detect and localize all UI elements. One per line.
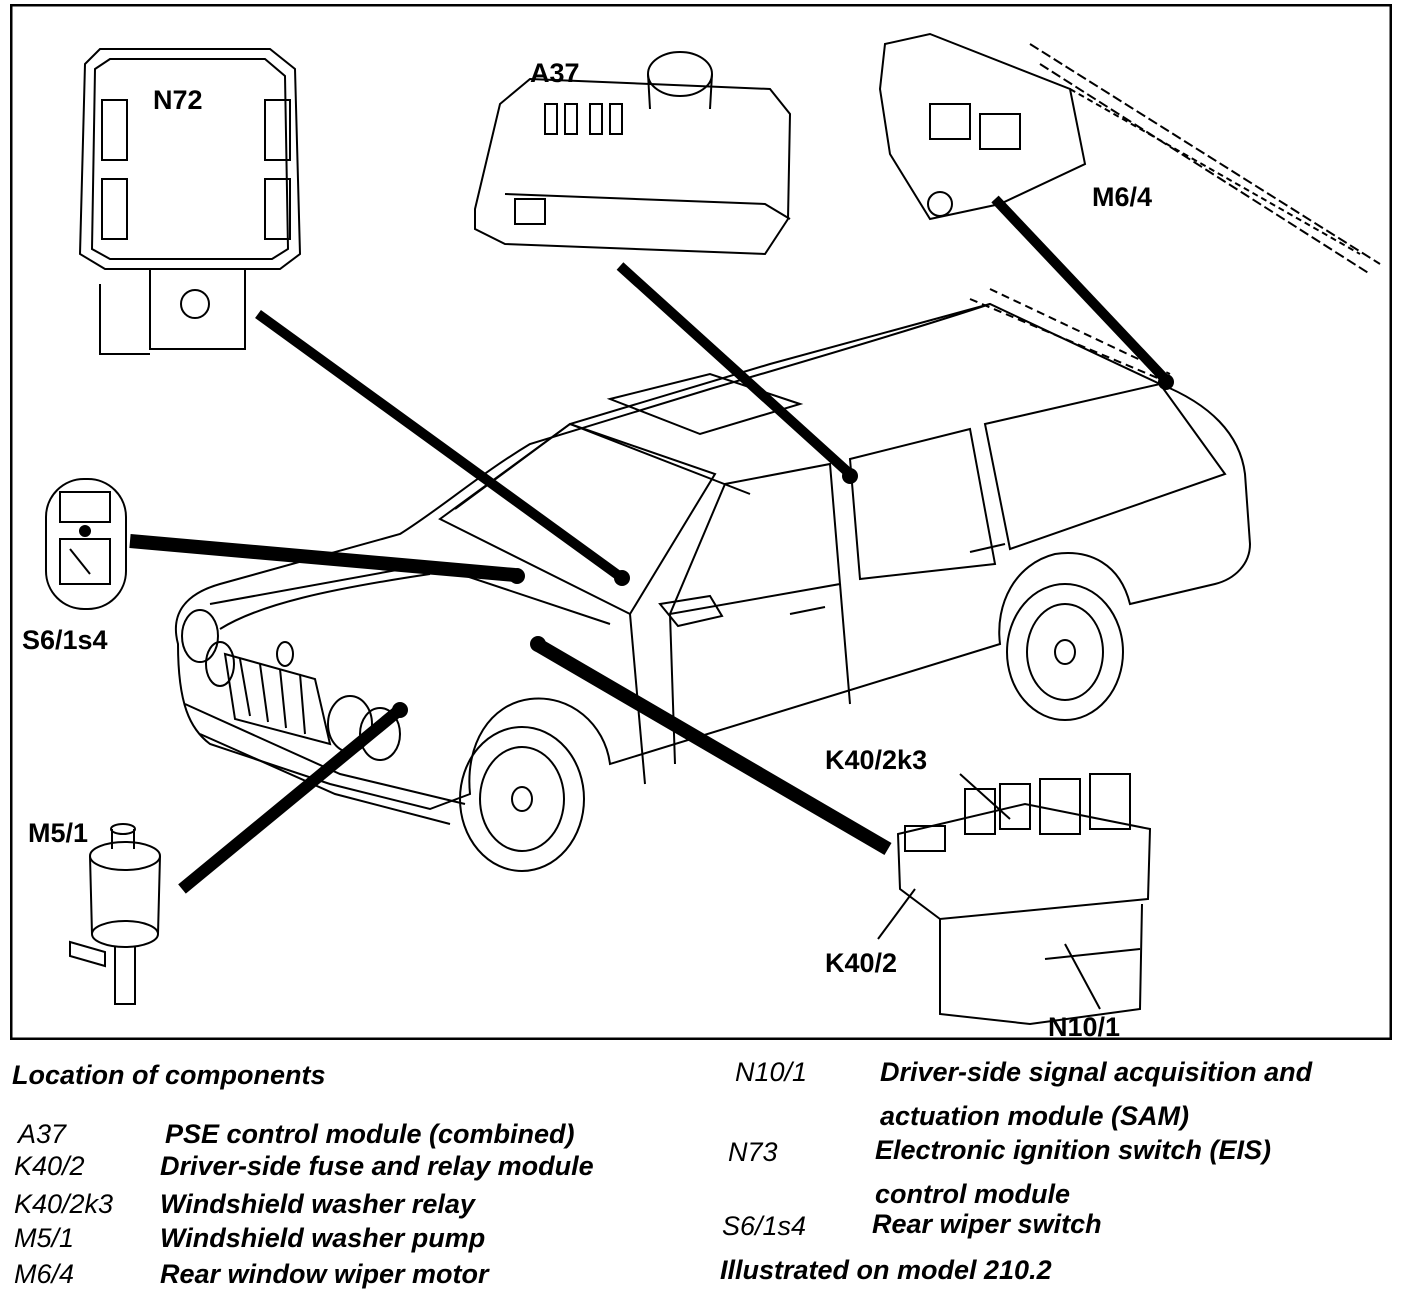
legend-title: Location of components — [12, 1060, 326, 1090]
dot-a37 — [842, 468, 858, 484]
m6-4-component — [878, 32, 1381, 275]
figure-frame — [10, 4, 1392, 1040]
legend-code-s6-1s4: S6/1s4 — [722, 1211, 807, 1241]
label-n72: N72 — [153, 85, 203, 115]
legend-code-a37: A37 — [18, 1119, 67, 1149]
dot-s6-1s4 — [509, 568, 525, 584]
leader-lines — [129, 195, 1169, 1010]
legend-code-k40-2k3: K40/2k3 — [14, 1189, 114, 1219]
legend-desc-m5-1: Windshield washer pump — [160, 1223, 486, 1253]
legend-code-m5-1: M5/1 — [14, 1223, 75, 1253]
leader-m6-4 — [991, 195, 1169, 383]
label-m6-4: M6/4 — [1092, 182, 1152, 212]
label-s6-1s4: S6/1s4 — [22, 625, 108, 655]
legend-desc-m6-4: Rear window wiper motor — [160, 1259, 489, 1289]
leader-k40-2 — [534, 638, 892, 856]
leader-n10-1 — [1064, 943, 1101, 1010]
dot-m6-4 — [1158, 374, 1174, 390]
leader-a37 — [616, 262, 854, 478]
leader-m5-1 — [178, 707, 401, 894]
car-illustration — [174, 288, 1252, 872]
legend-note: Illustrated on model 210.2 — [720, 1255, 1052, 1285]
legend-code-m6-4: M6/4 — [14, 1259, 75, 1289]
location-dots — [392, 374, 1174, 718]
m5-1-component — [69, 823, 161, 1005]
dot-m5-1 — [392, 702, 408, 718]
leader-s6-1s4 — [129, 534, 516, 582]
component-location-diagram: N72 A37 M6/4 S6/1s4 K40/2k3 M5/1 K40/2 N… — [10, 4, 1392, 1040]
legend-desc-k40-2: Driver-side fuse and relay module — [160, 1151, 594, 1181]
legend-code-n73: N73 — [728, 1137, 778, 1167]
label-n10-1: N10/1 — [1048, 1012, 1120, 1040]
legend-desc-n10-1-line1: Driver-side signal acquisition and — [880, 1057, 1313, 1087]
legend-desc-s6-1s4: Rear wiper switch — [872, 1209, 1102, 1239]
legend-desc-n73-line1: Electronic ignition switch (EIS) — [875, 1135, 1272, 1165]
legend-code-k40-2: K40/2 — [14, 1151, 85, 1181]
label-m5-1: M5/1 — [28, 818, 88, 848]
legend-desc-k40-2k3: Windshield washer relay — [160, 1189, 475, 1219]
legend-desc-a37: PSE control module (combined) — [165, 1119, 575, 1149]
legend-desc-n10-1-line2: actuation module (SAM) — [880, 1101, 1189, 1131]
leader-k40-2-small — [877, 888, 916, 940]
legend-desc-n73-line2: control module — [875, 1179, 1070, 1209]
n72-component — [78, 48, 302, 355]
leader-n72 — [255, 309, 625, 583]
label-a37: A37 — [530, 58, 580, 88]
leader-k40-2k3 — [959, 773, 1011, 820]
a37-component — [474, 51, 792, 256]
n10-1-component — [896, 773, 1152, 1026]
legend-code-n10-1: N10/1 — [735, 1057, 808, 1087]
s6-1s4-component — [45, 478, 127, 610]
label-k40-2: K40/2 — [825, 948, 897, 978]
dot-n72 — [614, 570, 630, 586]
label-k40-2k3: K40/2k3 — [825, 745, 927, 775]
dot-k40-2 — [530, 636, 546, 652]
